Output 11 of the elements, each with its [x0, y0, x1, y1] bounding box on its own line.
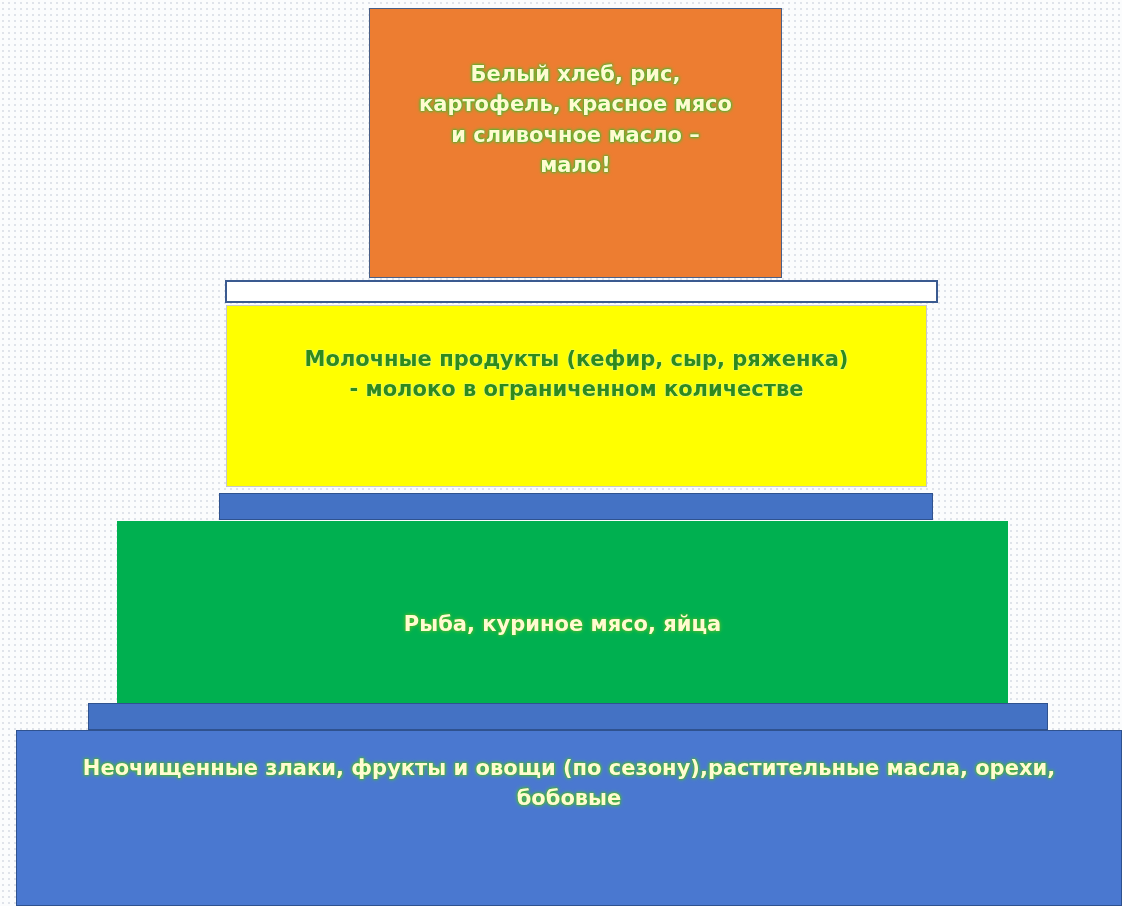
food-tier-box	[226, 305, 927, 487]
food-tier-box	[369, 8, 782, 278]
tier-divider-bar	[88, 703, 1048, 730]
tier-text: Неочищенные злаки, фрукты и овощи (по сезону),растительные масла, орехи, бобовые	[81, 755, 1057, 813]
tier-text: Белый хлеб, рис, картофель, красное мясо и сливочное масло – мало!	[418, 61, 733, 180]
food-tier-box	[16, 730, 1122, 906]
tier-divider-bar	[219, 493, 933, 520]
tier-text: Рыба, куриное мясо, яйца	[403, 611, 722, 638]
tier-divider-bar	[225, 280, 938, 303]
food-tier-box	[117, 521, 1008, 703]
tier-text: Молочные продукты (кефир, сыр, ряженка) - молоко в ограниченном количестве	[303, 346, 850, 404]
